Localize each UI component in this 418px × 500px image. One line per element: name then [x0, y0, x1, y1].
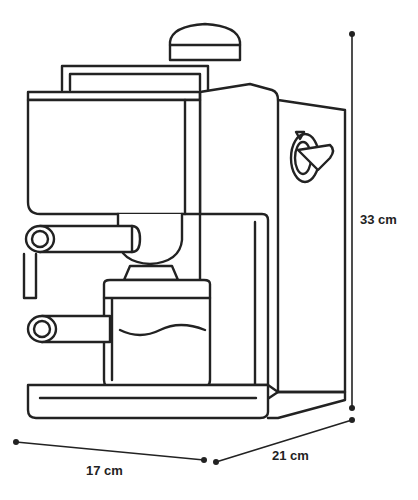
dimension-label: 17 cm: [84, 463, 125, 478]
carafe: [104, 280, 210, 388]
dimension-label: 21 cm: [270, 448, 311, 463]
lid-handle: [62, 66, 208, 90]
front-body: [28, 100, 200, 214]
carafe-rim: [104, 298, 210, 380]
drip-tray: [40, 397, 256, 399]
upper-handle-end: [26, 226, 54, 252]
dial-marker: [296, 132, 304, 139]
upper-handle-joint: [132, 226, 140, 252]
dimension-label: 33 cm: [358, 212, 399, 227]
knob-rim: [170, 44, 240, 46]
carafe-level: [120, 325, 205, 335]
carafe-funnel: [124, 266, 178, 280]
top-knob: [170, 24, 240, 60]
base-side: [268, 385, 345, 418]
body-panel-line: [184, 100, 186, 214]
opening-inner: [254, 222, 256, 385]
lower-handle-cap: [34, 321, 50, 337]
base: [28, 385, 268, 418]
lower-handle-end: [28, 316, 56, 342]
upper-handle-cap: [32, 231, 48, 247]
dial-lever: [298, 145, 333, 170]
dimension-dots: [13, 31, 355, 465]
dimension-lines: [16, 34, 352, 462]
steam-wand: [24, 254, 36, 298]
side-depth: [278, 100, 345, 392]
side-column: [200, 84, 278, 400]
